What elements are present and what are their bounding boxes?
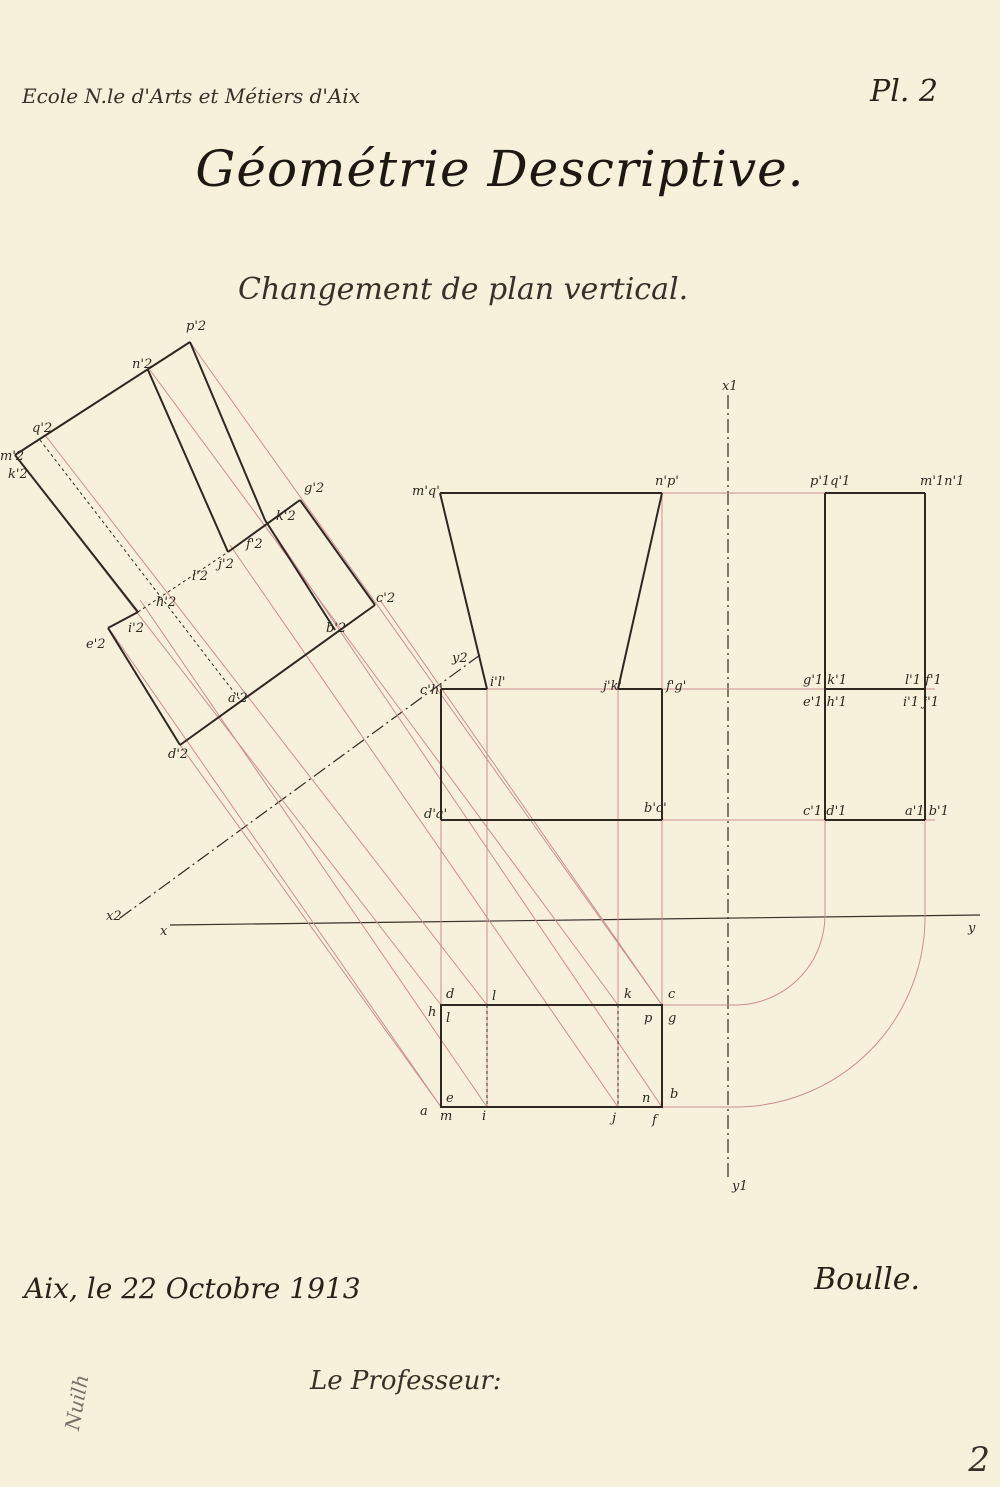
svg-text:a'2: a'2	[228, 691, 248, 706]
side-elevation	[824, 492, 926, 821]
label-x: x	[160, 924, 168, 939]
svg-text:j'2: j'2	[215, 557, 234, 572]
svg-text:n'p': n'p'	[655, 474, 679, 489]
svg-text:k: k	[624, 987, 632, 1002]
svg-text:p: p	[644, 1011, 653, 1026]
label-y1: y1	[731, 1179, 748, 1194]
label-x2: x2	[106, 909, 122, 924]
svg-text:d: d	[446, 987, 454, 1002]
svg-text:h: h	[428, 1005, 436, 1020]
svg-text:g'2: g'2	[304, 481, 324, 496]
svg-text:m'2: m'2	[0, 449, 24, 464]
svg-text:l: l	[492, 989, 496, 1004]
svg-text:e'1 h'1: e'1 h'1	[803, 695, 847, 710]
svg-text:n'2: n'2	[132, 357, 152, 372]
svg-text:c'1 d'1: c'1 d'1	[803, 804, 846, 819]
school-name: Ecole N.le d'Arts et Métiers d'Aix	[22, 84, 360, 108]
label-x1: x1	[722, 379, 738, 394]
sheet-number: 2	[968, 1440, 990, 1480]
page-title: Géométrie Descriptive.	[195, 140, 805, 198]
svg-text:b'2: b'2	[326, 621, 346, 636]
svg-text:e'2: e'2	[86, 637, 106, 652]
label-y2: y2	[451, 651, 468, 666]
plan-view	[440, 1004, 663, 1108]
point-labels: x y x1 y1 x2 y2 a m e i j n f b h d l l …	[0, 319, 976, 1194]
svg-text:d'2: d'2	[168, 747, 188, 762]
professor-label: Le Professeur:	[310, 1366, 502, 1396]
svg-text:k'2: k'2	[8, 467, 28, 482]
svg-text:b: b	[670, 1087, 678, 1102]
svg-text:g'1 k'1: g'1 k'1	[803, 673, 847, 688]
label-y: y	[967, 921, 976, 936]
construction-lines	[14, 341, 935, 1108]
svg-text:f: f	[651, 1113, 659, 1128]
date-line: Aix, le 22 Octobre 1913	[24, 1272, 361, 1305]
svg-text:i'1 j'1: i'1 j'1	[903, 695, 939, 710]
svg-text:b'c': b'c'	[644, 801, 667, 816]
svg-text:l: l	[446, 1011, 450, 1026]
svg-text:m'q': m'q'	[412, 484, 440, 499]
student-signature: Boulle.	[814, 1262, 920, 1297]
ground-line-x2y2	[119, 654, 481, 919]
svg-text:j'k': j'k'	[600, 679, 622, 694]
svg-text:h'2: h'2	[156, 595, 176, 610]
svg-text:p'2: p'2	[186, 319, 206, 334]
svg-text:g: g	[668, 1011, 676, 1026]
ground-line-xy	[169, 914, 981, 926]
plate-number: Pl. 2	[870, 74, 938, 109]
svg-text:j: j	[609, 1111, 616, 1126]
svg-text:i'l': i'l'	[490, 675, 505, 690]
svg-text:q'2: q'2	[32, 421, 52, 436]
svg-text:c'h': c'h'	[420, 683, 443, 698]
svg-text:n: n	[642, 1091, 650, 1106]
front-elevation	[439, 492, 663, 821]
auxiliary-view	[14, 341, 376, 746]
svg-text:i: i	[482, 1109, 486, 1124]
svg-text:c: c	[668, 987, 676, 1002]
svg-text:m: m	[440, 1109, 452, 1124]
svg-text:e: e	[446, 1091, 454, 1106]
svg-text:l'1 f'1: l'1 f'1	[905, 673, 942, 688]
svg-text:i'2: i'2	[128, 621, 144, 636]
svg-text:f'2: f'2	[245, 537, 263, 552]
svg-text:c'2: c'2	[376, 591, 395, 606]
svg-text:a: a	[420, 1104, 428, 1119]
svg-text:m'1n'1: m'1n'1	[920, 474, 964, 489]
svg-text:f'g': f'g'	[665, 679, 686, 694]
svg-text:d'a': d'a'	[424, 807, 447, 822]
page-subtitle: Changement de plan vertical.	[238, 272, 689, 307]
svg-text:a'1 b'1: a'1 b'1	[905, 804, 949, 819]
svg-text:l'2: l'2	[192, 569, 208, 584]
svg-text:p'1q'1: p'1q'1	[810, 474, 850, 489]
svg-text:k'2: k'2	[276, 509, 296, 524]
